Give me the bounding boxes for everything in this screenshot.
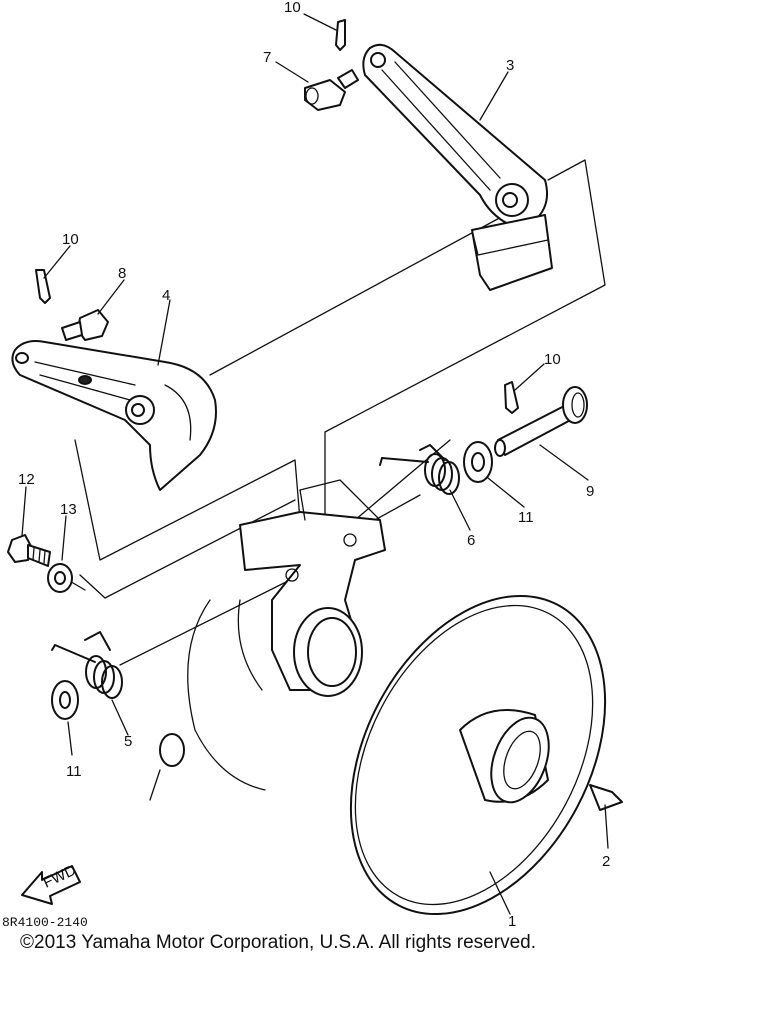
callout-1: 1 [508, 913, 516, 930]
cotter-pin-10-left [35, 269, 51, 304]
lever-arm-lower [11, 340, 217, 491]
cotter-pin-10-top [335, 19, 346, 51]
pin-8 [61, 309, 109, 341]
callout-7: 7 [263, 49, 271, 66]
diagram-code: 8R4100-2140 [2, 915, 88, 930]
lever-arm-upper [362, 43, 553, 291]
washer-11-left [51, 680, 79, 720]
callout-2: 2 [602, 853, 610, 870]
callout-10-left: 10 [62, 231, 79, 248]
copyright-notice: ©2013 Yamaha Motor Corporation, U.S.A. A… [20, 932, 536, 953]
spring-6 [379, 444, 460, 495]
clutch-sheave [349, 594, 607, 916]
nut-13 [47, 563, 73, 593]
leader-lines [21, 13, 609, 915]
bracket-frame [149, 479, 386, 801]
fwd-arrow-icon: FWD [21, 862, 81, 905]
callout-10-top: 10 [284, 0, 301, 16]
assembly-guide-lines [67, 159, 606, 666]
bolt-12 [7, 534, 51, 567]
callout-10-right: 10 [544, 351, 561, 368]
callout-5: 5 [124, 733, 132, 750]
callout-11-left: 11 [66, 763, 82, 780]
long-pin-9 [494, 386, 588, 457]
key-2 [589, 784, 623, 811]
callout-numbers: 10 7 3 10 8 4 10 9 11 6 12 13 5 11 2 1 [18, 0, 610, 930]
callout-13: 13 [60, 501, 77, 518]
callout-12: 12 [18, 471, 35, 488]
callout-3: 3 [506, 57, 514, 74]
callout-8: 8 [118, 265, 126, 282]
pin-7 [304, 69, 359, 111]
callout-6: 6 [467, 532, 475, 549]
cotter-pin-10-right [504, 381, 519, 414]
callout-9: 9 [586, 483, 594, 500]
callout-11-right: 11 [518, 509, 534, 526]
callout-4: 4 [162, 287, 170, 304]
spring-5 [51, 631, 123, 699]
washer-11-right [463, 441, 493, 483]
